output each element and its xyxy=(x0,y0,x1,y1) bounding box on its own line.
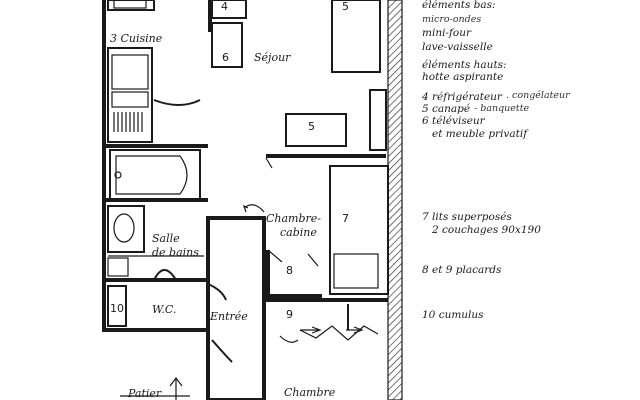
legend-bas-title: éléments bas: xyxy=(422,0,496,11)
entrance xyxy=(120,216,266,400)
room-label-sejour: Séjour xyxy=(254,51,291,64)
room-label-patier: Patier xyxy=(127,387,162,400)
legend-item-4-note: . congélateur xyxy=(506,90,571,101)
room-label-salle-1: Salle xyxy=(152,232,180,245)
marker-8: 8 xyxy=(286,264,293,277)
legend-item-8-9: 8 et 9 placards xyxy=(422,264,502,276)
chambre-cabine xyxy=(242,165,389,302)
wc xyxy=(107,283,227,327)
marker-6: 6 xyxy=(222,51,229,64)
marker-9: 9 xyxy=(286,308,293,321)
marker-5-mid: 5 xyxy=(308,120,315,133)
legend-item-5-note: - banquette xyxy=(474,103,530,114)
legend-item-10: 10 cumulus xyxy=(422,309,484,321)
room-label-wc: W.C. xyxy=(152,303,176,316)
marker-7: 7 xyxy=(342,212,349,225)
room-label-chambre-cabine-1: Chambre- xyxy=(266,212,321,225)
legend-hauts-1: hotte aspirante xyxy=(422,71,503,83)
room-label-cuisine: 3 Cuisine xyxy=(110,32,163,45)
legend-item-6-line1: 6 téléviseur xyxy=(422,115,486,127)
marker-10: 10 xyxy=(110,302,124,315)
room-label-chambre-cabine-2: cabine xyxy=(280,226,317,239)
kitchen xyxy=(104,0,208,148)
legend-item-5: 5 canapé xyxy=(422,103,470,115)
bathroom xyxy=(104,149,208,282)
room-label-chambre: Chambre xyxy=(284,386,336,399)
marker-5-top: 5 xyxy=(342,0,349,13)
sejour-area xyxy=(211,0,387,169)
closets xyxy=(279,304,379,343)
outer-walls xyxy=(102,0,403,400)
legend-item-4: 4 réfrigérateur xyxy=(421,91,503,103)
room-label-entree: Entrée xyxy=(209,310,248,323)
legend-hauts-title: éléments hauts: xyxy=(422,59,507,71)
legend-item-7-line1: 7 lits superposés xyxy=(422,211,512,223)
legend: éléments bas: micro-ondes mini-four lave… xyxy=(421,0,571,321)
legend-bas-3: lave-vaisselle xyxy=(422,41,493,53)
legend-bas-1: micro-ondes xyxy=(422,14,481,25)
room-label-salle-2: de bains xyxy=(152,246,199,259)
legend-item-6-line2: et meuble privatif xyxy=(432,128,529,140)
legend-item-7-line2: 2 couchages 90x190 xyxy=(431,224,541,236)
marker-4: 4 xyxy=(221,0,228,13)
legend-bas-2: mini-four xyxy=(422,27,472,39)
